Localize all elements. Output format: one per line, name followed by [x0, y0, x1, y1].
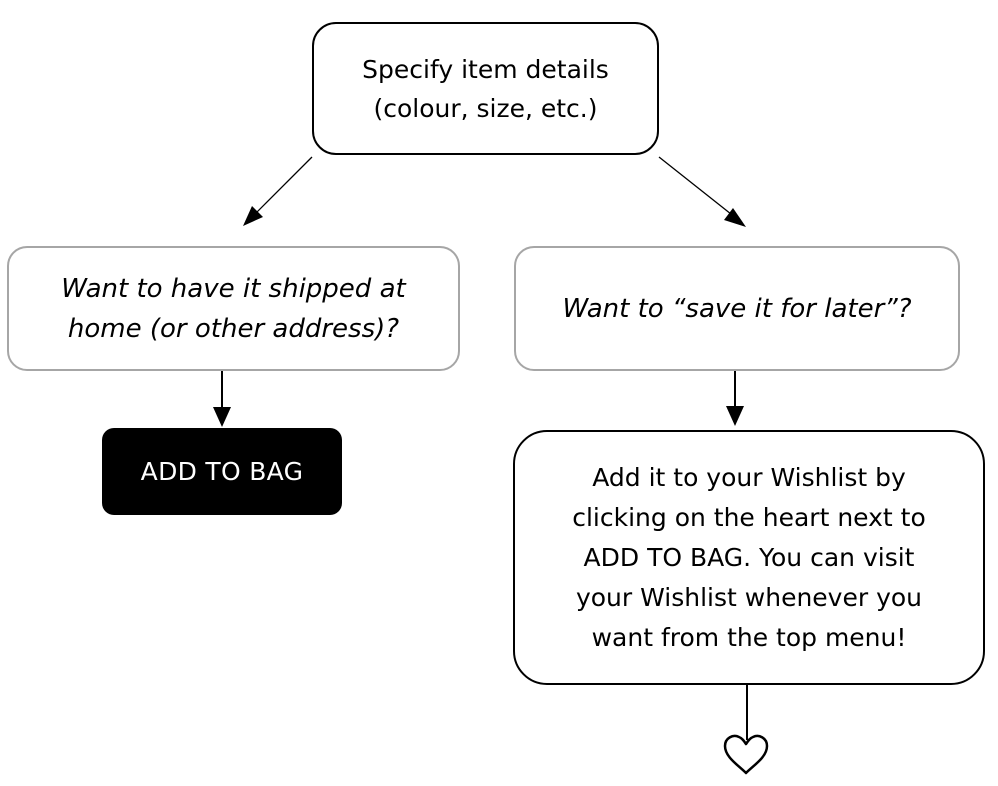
ship-question-label: Want to have it shipped at home (or othe…	[61, 273, 406, 344]
arrowhead-wishlist	[726, 406, 744, 426]
add-to-bag-node: ADD TO BAG	[102, 428, 342, 515]
ship-question-node: Want to have it shipped at home (or othe…	[7, 246, 460, 371]
add-to-bag-label: ADD TO BAG	[140, 457, 304, 486]
wishlist-info-node: Add it to your Wishlist by clicking on t…	[513, 430, 985, 685]
start-node: Specify item details (colour, size, etc.…	[312, 22, 659, 155]
save-question-node: Want to “save it for later”?	[514, 246, 960, 371]
arrowhead-bag	[213, 407, 231, 427]
arrowhead-ship	[243, 206, 263, 226]
save-question-label: Want to “save it for later”?	[562, 293, 912, 324]
arrow-start-to-save	[658, 156, 737, 219]
start-node-label: Specify item details (colour, size, etc.…	[362, 54, 609, 123]
arrowhead-save	[724, 208, 746, 227]
wishlist-info-label: Add it to your Wishlist by clicking on t…	[572, 462, 926, 652]
heart-outline-icon	[723, 734, 769, 775]
